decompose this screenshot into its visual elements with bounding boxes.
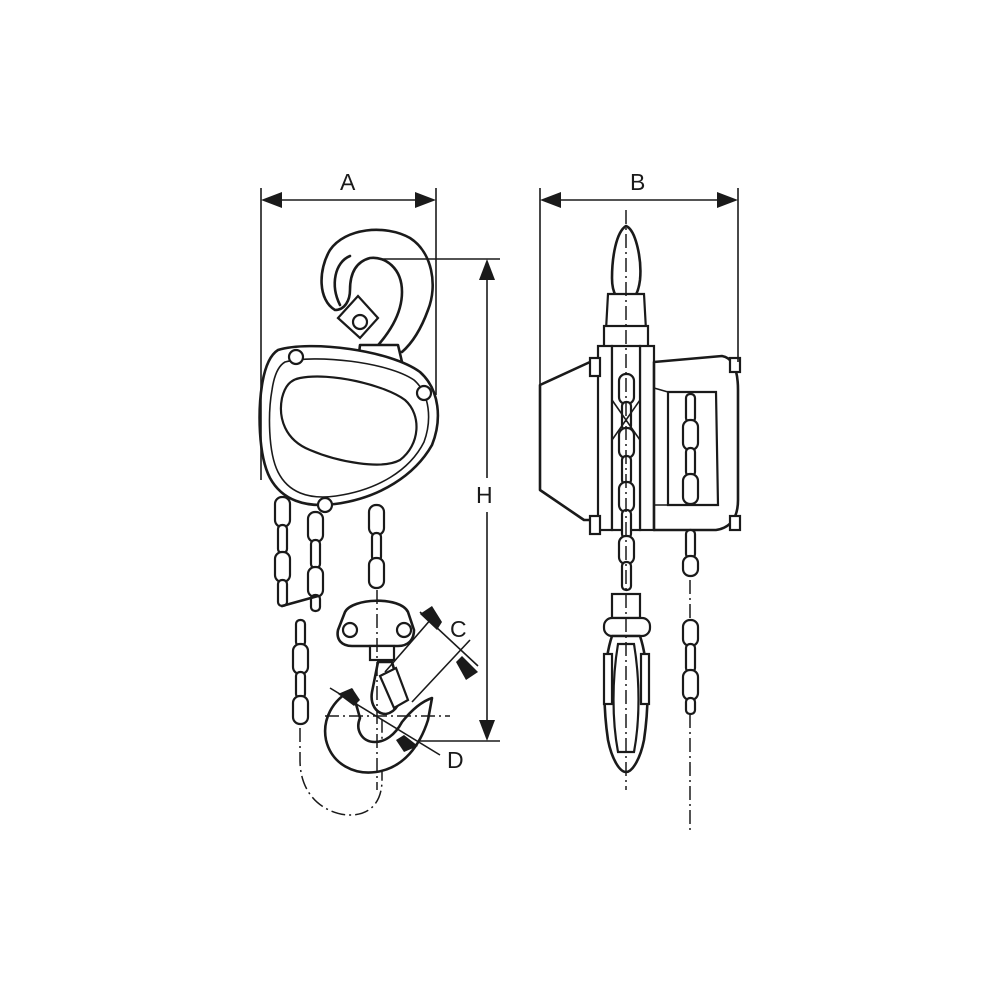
label-b: B [630,169,645,195]
hand-chain [273,495,383,816]
side-bottom-hook [602,592,652,774]
bottom-hook [323,599,434,774]
bolt-icon [415,384,433,402]
bolt-icon [316,496,334,514]
dimension-d: D [329,687,464,773]
top-hook [320,228,434,364]
label-d: D [447,747,464,773]
label-a: A [340,169,356,195]
bolt-icon [287,348,305,366]
dimension-b: B [539,169,739,385]
hoist-body [258,344,440,514]
side-view [538,210,742,830]
dimension-c: C [384,606,479,703]
dimension-a: A [260,169,437,480]
label-h: H [476,482,493,508]
label-c: C [450,616,467,642]
front-view [258,228,450,816]
side-hand-chain [681,392,700,716]
load-chain [367,503,386,590]
dimension-h: H [380,258,500,742]
